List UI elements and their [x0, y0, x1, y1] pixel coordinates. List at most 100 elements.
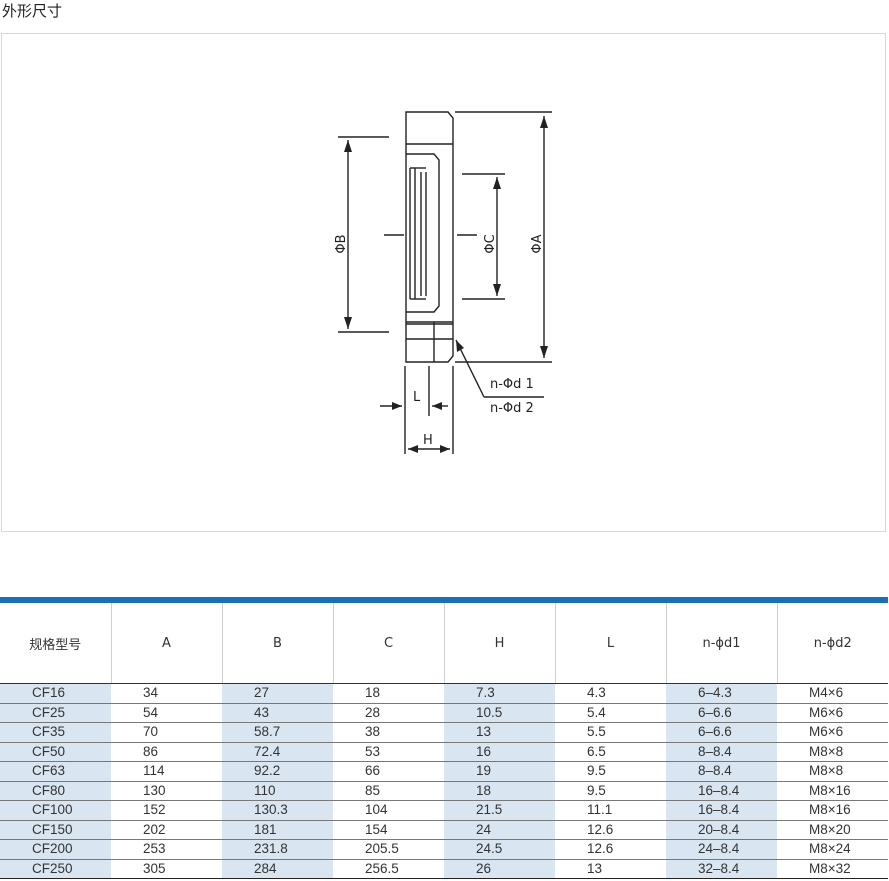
cell-model: CF25: [0, 703, 111, 723]
label-phi-a: ΦA: [530, 234, 545, 253]
cell-l: 12.6: [555, 839, 666, 860]
cell-h: 7.3: [444, 683, 555, 704]
cell-c: 28: [333, 703, 444, 723]
cell-h: 13: [444, 722, 555, 743]
cell-nd1: 20–8.4: [666, 820, 777, 840]
cell-c: 85: [333, 781, 444, 801]
cell-model: CF35: [0, 722, 111, 743]
cell-a: 114: [111, 761, 222, 782]
cell-c: 18: [333, 683, 444, 704]
cell-l: 6.5: [555, 742, 666, 762]
cell-h: 10.5: [444, 703, 555, 723]
technical-drawing: ΦB ΦC ΦA n-Φd 1 n-Φd 2 L H: [1, 33, 886, 532]
label-h: H: [423, 433, 433, 448]
window-recess: [406, 153, 440, 313]
cell-h: 24: [444, 820, 555, 840]
cell-a: 34: [111, 683, 222, 704]
cell-b: 110: [222, 781, 333, 801]
header-b: B: [222, 603, 334, 684]
cell-c: 256.5: [333, 859, 444, 879]
cell-b: 130.3: [222, 800, 333, 821]
cell-l: 12.6: [555, 820, 666, 840]
cell-model: CF100: [0, 800, 111, 821]
cell-c: 38: [333, 722, 444, 743]
cell-h: 26: [444, 859, 555, 879]
flange-outline: [405, 111, 454, 363]
cell-nd2: M8×8: [777, 761, 888, 782]
cell-b: 58.7: [222, 722, 333, 743]
header-c: C: [333, 603, 445, 684]
header-nd2: n-ϕd2: [777, 603, 888, 684]
cell-nd2: M6×6: [777, 722, 888, 743]
cell-a: 152: [111, 800, 222, 821]
cell-b: 181: [222, 820, 333, 840]
cell-nd1: 8–8.4: [666, 742, 777, 762]
cell-l: 9.5: [555, 761, 666, 782]
cell-h: 18: [444, 781, 555, 801]
cell-b: 284: [222, 859, 333, 879]
cell-l: 5.4: [555, 703, 666, 723]
cell-nd2: M6×6: [777, 703, 888, 723]
cell-a: 305: [111, 859, 222, 879]
cell-l: 5.5: [555, 722, 666, 743]
cell-a: 54: [111, 703, 222, 723]
cell-nd1: 16–8.4: [666, 781, 777, 801]
cell-nd2: M8×24: [777, 839, 888, 860]
cell-h: 24.5: [444, 839, 555, 860]
cell-model: CF80: [0, 781, 111, 801]
cell-nd2: M8×20: [777, 820, 888, 840]
cell-nd2: M8×16: [777, 781, 888, 801]
cell-model: CF50: [0, 742, 111, 762]
label-nd1: n-Φd 1: [490, 377, 534, 392]
header-a: A: [111, 603, 223, 684]
cell-model: CF16: [0, 683, 111, 704]
cell-b: 27: [222, 683, 333, 704]
cell-nd2: M8×16: [777, 800, 888, 821]
cell-l: 9.5: [555, 781, 666, 801]
cell-b: 72.4: [222, 742, 333, 762]
cell-nd2: M8×8: [777, 742, 888, 762]
cell-a: 253: [111, 839, 222, 860]
cell-l: 13: [555, 859, 666, 879]
header-nd1: n-ϕd1: [666, 603, 778, 684]
cell-c: 53: [333, 742, 444, 762]
flange-drawing-svg: ΦB ΦC ΦA n-Φd 1 n-Φd 2 L H: [334, 111, 552, 454]
cell-model: CF200: [0, 839, 111, 860]
header-model: 规格型号: [0, 603, 112, 684]
label-phi-c: ΦC: [483, 234, 498, 253]
cell-l: 11.1: [555, 800, 666, 821]
cell-h: 21.5: [444, 800, 555, 821]
cell-a: 202: [111, 820, 222, 840]
cell-nd1: 16–8.4: [666, 800, 777, 821]
cell-nd2: M8×32: [777, 859, 888, 879]
cell-nd1: 6–6.6: [666, 722, 777, 743]
cell-c: 104: [333, 800, 444, 821]
label-nd2: n-Φd 2: [490, 401, 534, 416]
label-l: L: [413, 390, 421, 405]
header-h: H: [444, 603, 556, 684]
cell-b: 43: [222, 703, 333, 723]
cell-nd1: 6–4.3: [666, 683, 777, 704]
cell-b: 92.2: [222, 761, 333, 782]
cell-h: 16: [444, 742, 555, 762]
cell-nd1: 8–8.4: [666, 761, 777, 782]
table-header-row: 规格型号 A B C H L n-ϕd1 n-ϕd2: [0, 603, 888, 684]
cell-c: 205.5: [333, 839, 444, 860]
cell-model: CF150: [0, 820, 111, 840]
table-top-bar: [0, 597, 888, 603]
cell-a: 130: [111, 781, 222, 801]
cell-c: 154: [333, 820, 444, 840]
cell-nd1: 6–6.6: [666, 703, 777, 723]
cell-nd2: M4×6: [777, 683, 888, 704]
